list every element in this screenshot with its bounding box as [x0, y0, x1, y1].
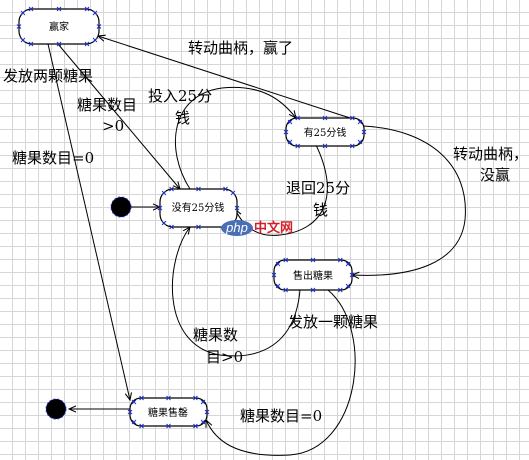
label-dispense-two: 发放两颗糖果	[3, 67, 93, 85]
selection-handle-mark	[310, 257, 316, 263]
selection-handle-mark	[169, 186, 174, 192]
label-turn-crank-win: 转动曲柄，赢了	[188, 39, 293, 57]
initial-state-dot	[110, 196, 132, 218]
selection-handle-mark	[322, 115, 328, 121]
selection-handle-mark	[295, 115, 301, 121]
selection-handle-mark	[357, 119, 363, 125]
selection-handle-mark	[310, 287, 316, 293]
selection-handle-mark	[223, 186, 228, 192]
selection-handle-mark	[96, 24, 102, 29]
state-winner-label: 赢家	[49, 20, 69, 33]
selection-handle-mark	[361, 129, 367, 135]
selection-handle-mark	[193, 395, 198, 401]
label-candy-count-gt0-2: >0	[102, 117, 124, 135]
selection-handle-mark	[322, 143, 328, 149]
label-turn-crank-nowin-1: 转动曲柄，	[453, 145, 528, 163]
state-has-quarter[interactable]: 有25分钱	[285, 117, 365, 147]
selection-handle-mark	[287, 119, 293, 125]
edge-has-quarter-to-winner	[98, 36, 351, 119]
label-dispense-one: 发放一颗糖果	[288, 313, 378, 331]
php-watermark-text: 中文网	[254, 220, 293, 235]
selection-handle-mark	[28, 41, 34, 47]
state-no-quarter-label: 没有25分钱	[172, 201, 225, 214]
selection-handle-mark	[139, 395, 144, 401]
label-eject-quarter-1: 退回25分	[286, 179, 350, 197]
selection-handles	[16, 6, 367, 429]
selection-handle-mark	[337, 257, 343, 263]
label-insert-quarter-2: 钱	[175, 109, 190, 127]
label-candy-count-eq0-2: 糖果数目=0	[240, 407, 322, 425]
state-winner[interactable]: 赢家	[18, 8, 100, 45]
selection-handle-mark	[56, 6, 62, 12]
selection-handle-mark	[56, 41, 62, 47]
selection-handle-mark	[200, 399, 206, 405]
selection-handle-mark	[196, 186, 201, 192]
selection-handle-mark	[169, 224, 174, 230]
edge-has-quarter-to-sold	[352, 125, 466, 275]
selection-handle-mark	[131, 419, 137, 425]
php-watermark-logo: php 中文网	[221, 220, 293, 236]
selection-handle-mark	[275, 283, 281, 289]
selection-handle-mark	[357, 139, 363, 145]
selection-handle-mark	[295, 143, 301, 149]
selection-handle-mark	[345, 283, 351, 289]
selection-handle-mark	[283, 129, 289, 135]
selection-handle-mark	[92, 10, 98, 16]
selection-handle-mark	[84, 6, 90, 12]
selection-handle-mark	[345, 261, 351, 267]
selection-handle-mark	[28, 6, 34, 12]
selection-handle-mark	[230, 190, 236, 196]
selection-handle-mark	[127, 409, 133, 415]
selection-handle-mark	[84, 41, 90, 47]
selection-handle-mark	[193, 423, 198, 429]
selection-handle-mark	[131, 399, 137, 405]
state-sold-label: 售出糖果	[293, 269, 333, 282]
selection-handle-mark	[161, 190, 167, 196]
edge-sold-to-no-quarter	[171, 227, 301, 357]
selection-handle-mark	[283, 287, 289, 293]
selection-handle-mark	[92, 37, 98, 43]
selection-handle-mark	[283, 257, 289, 263]
selection-handle-mark	[196, 224, 201, 230]
selection-handle-mark	[166, 395, 171, 401]
selection-handle-mark	[200, 419, 206, 425]
selection-handle-mark	[166, 423, 171, 429]
label-candy-count-gt0-4: 目>0	[206, 348, 243, 366]
selection-handle-mark	[161, 220, 167, 226]
label-insert-quarter-1: 投入25分	[148, 87, 212, 105]
state-has-quarter-label: 有25分钱	[304, 126, 347, 139]
selection-handle-mark	[139, 423, 144, 429]
label-turn-crank-nowin-2: 没赢	[480, 166, 510, 184]
final-state-dot	[45, 398, 67, 420]
selection-handle-mark	[275, 261, 281, 267]
edge-no-quarter-to-has-quarter	[174, 86, 296, 190]
label-candy-count-gt0-3: 糖果数	[193, 326, 238, 344]
selection-handle-mark	[204, 409, 210, 415]
label-candy-count-eq0-1: 糖果数目=0	[12, 149, 94, 167]
state-sold-out[interactable]: 糖果售罄	[129, 397, 208, 427]
selection-handle-mark	[20, 37, 26, 43]
selection-handle-mark	[349, 143, 355, 149]
label-eject-quarter-2: 钱	[313, 201, 328, 219]
label-candy-count-gt0-1: 糖果数目	[77, 96, 137, 114]
selection-handle-mark	[157, 205, 163, 211]
php-logo-ellipse	[221, 220, 253, 236]
edge-sold-to-sold-out	[206, 289, 356, 456]
selection-handle-mark	[234, 205, 240, 211]
selection-handle-mark	[349, 272, 355, 278]
edge-winner-to-no-quarter	[57, 43, 180, 189]
selection-handle-mark	[271, 272, 277, 278]
edge-winner-to-sold-out	[47, 43, 130, 400]
state-sold[interactable]: 售出糖果	[273, 259, 353, 291]
selection-handle-mark	[287, 139, 293, 145]
php-logo-text: php	[225, 220, 248, 235]
selection-handle-mark	[349, 115, 355, 121]
state-sold-out-label: 糖果售罄	[148, 406, 188, 419]
selection-handle-mark	[20, 10, 26, 16]
selection-handle-mark	[16, 24, 22, 29]
selection-handle-mark	[337, 287, 343, 293]
